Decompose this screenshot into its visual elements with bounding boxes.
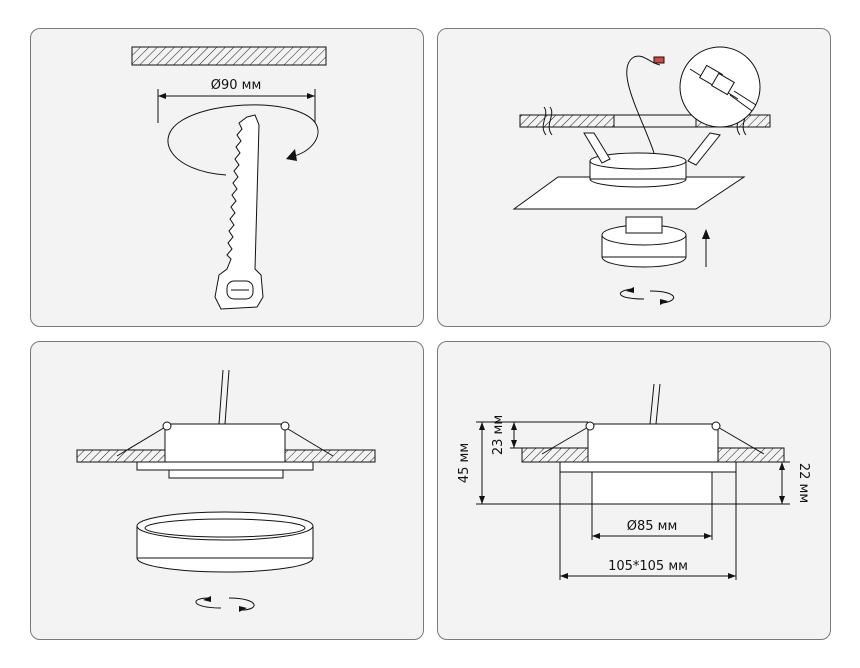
rotation-arrow-icon xyxy=(167,104,319,176)
panel-cut-hole: Ø90 мм xyxy=(30,28,424,327)
housing xyxy=(587,423,719,463)
up-arrow-icon xyxy=(702,229,710,239)
panel-install xyxy=(30,341,424,640)
rotate-arrows-icon xyxy=(620,288,645,300)
outer-size-label: 105*105 мм xyxy=(608,559,688,574)
spring-clip xyxy=(583,132,611,164)
rotate-arrows-icon xyxy=(195,597,222,609)
bottom-height-label: 22 мм xyxy=(796,463,811,503)
total-height-label: 45 мм xyxy=(457,443,472,483)
panel-dimensions: 45 мм 23 мм 22 мм Ø85 мм 105*105 мм xyxy=(437,341,831,640)
wire xyxy=(649,383,655,425)
panel-wiring xyxy=(437,28,831,327)
housing xyxy=(164,423,286,463)
decorative-ring xyxy=(136,511,314,541)
diameter-label: Ø90 мм xyxy=(211,78,262,93)
ceiling-hatch xyxy=(131,46,327,66)
ceiling-hatch xyxy=(76,449,166,463)
wire xyxy=(626,55,661,154)
saw-icon xyxy=(214,114,264,310)
inner-diameter-label: Ø85 мм xyxy=(627,519,678,534)
ceiling-hatch xyxy=(521,447,589,463)
ceiling-hatch xyxy=(519,114,615,128)
wire xyxy=(218,369,224,425)
top-height-label: 23 мм xyxy=(491,415,506,455)
